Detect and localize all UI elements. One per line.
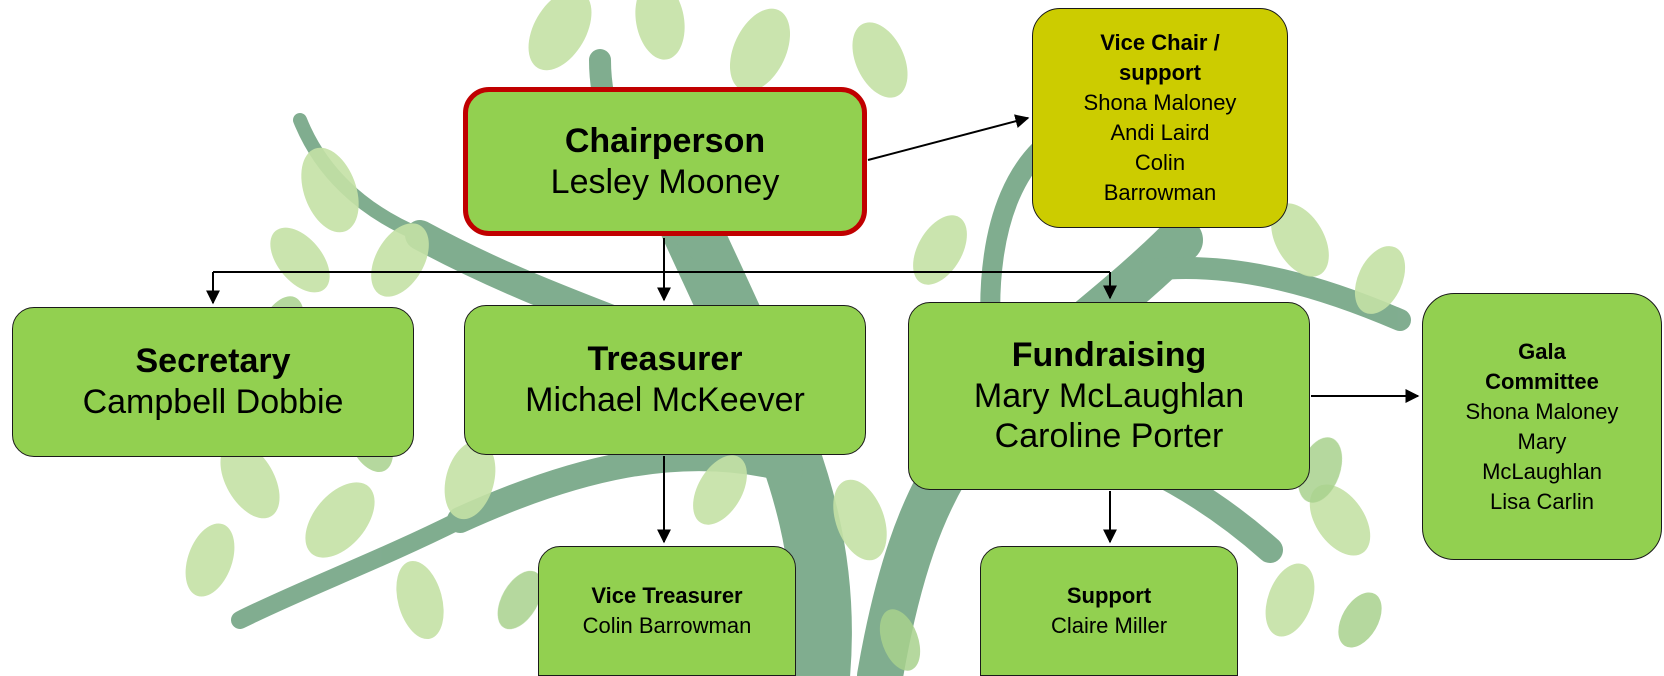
chairperson-box: Chairperson Lesley Mooney (463, 87, 867, 236)
vice-chair-name-4: Barrowman (1103, 180, 1217, 205)
fundraising-role: Fundraising (1011, 335, 1207, 374)
gala-name-3: McLaughlan (1482, 458, 1602, 484)
gala-committee-box: Gala Committee Shona Maloney Mary McLaug… (1422, 293, 1662, 560)
gala-role-line-2: Committee (1485, 368, 1599, 394)
vice-treasurer-name: Colin Barrowman (582, 613, 752, 638)
fundraising-name-1: Mary McLaughlan (973, 376, 1245, 415)
vice-treasurer-role: Vice Treasurer (591, 583, 743, 608)
support-role: Support (1066, 583, 1152, 608)
vice-treasurer-box: Vice Treasurer Colin Barrowman (538, 546, 796, 676)
chairperson-name: Lesley Mooney (550, 162, 780, 201)
chair-to-vice-chair-arrow (867, 114, 1030, 161)
vice-chair-name-3: Colin (1134, 150, 1186, 175)
treasurer-name: Michael McKeever (525, 381, 805, 419)
fundraising-box: Fundraising Mary McLaughlan Caroline Por… (908, 302, 1310, 490)
treasurer-role: Treasurer (587, 340, 743, 379)
secretary-name: Campbell Dobbie (82, 383, 344, 421)
vice-chair-name-2: Andi Laird (1110, 120, 1210, 145)
vice-chair-name-1: Shona Maloney (1083, 90, 1237, 115)
treasurer-box: Treasurer Michael McKeever (464, 305, 866, 455)
gala-name-1: Shona Maloney (1465, 398, 1619, 424)
fundraising-name-2: Caroline Porter (994, 417, 1224, 456)
support-box: Support Claire Miller (980, 546, 1238, 676)
vice-chair-role-line-1: Vice Chair / (1100, 30, 1220, 55)
gala-role-line-1: Gala (1518, 338, 1566, 364)
chairperson-role: Chairperson (564, 121, 766, 160)
vice-chair-box: Vice Chair / support Shona Maloney Andi … (1032, 8, 1288, 228)
vice-chair-role-line-2: support (1119, 60, 1201, 85)
secretary-box: Secretary Campbell Dobbie (12, 307, 414, 457)
secretary-role: Secretary (135, 342, 291, 381)
gala-name-2: Mary (1517, 428, 1567, 454)
support-name: Claire Miller (1050, 613, 1168, 638)
gala-name-4: Lisa Carlin (1490, 488, 1594, 514)
